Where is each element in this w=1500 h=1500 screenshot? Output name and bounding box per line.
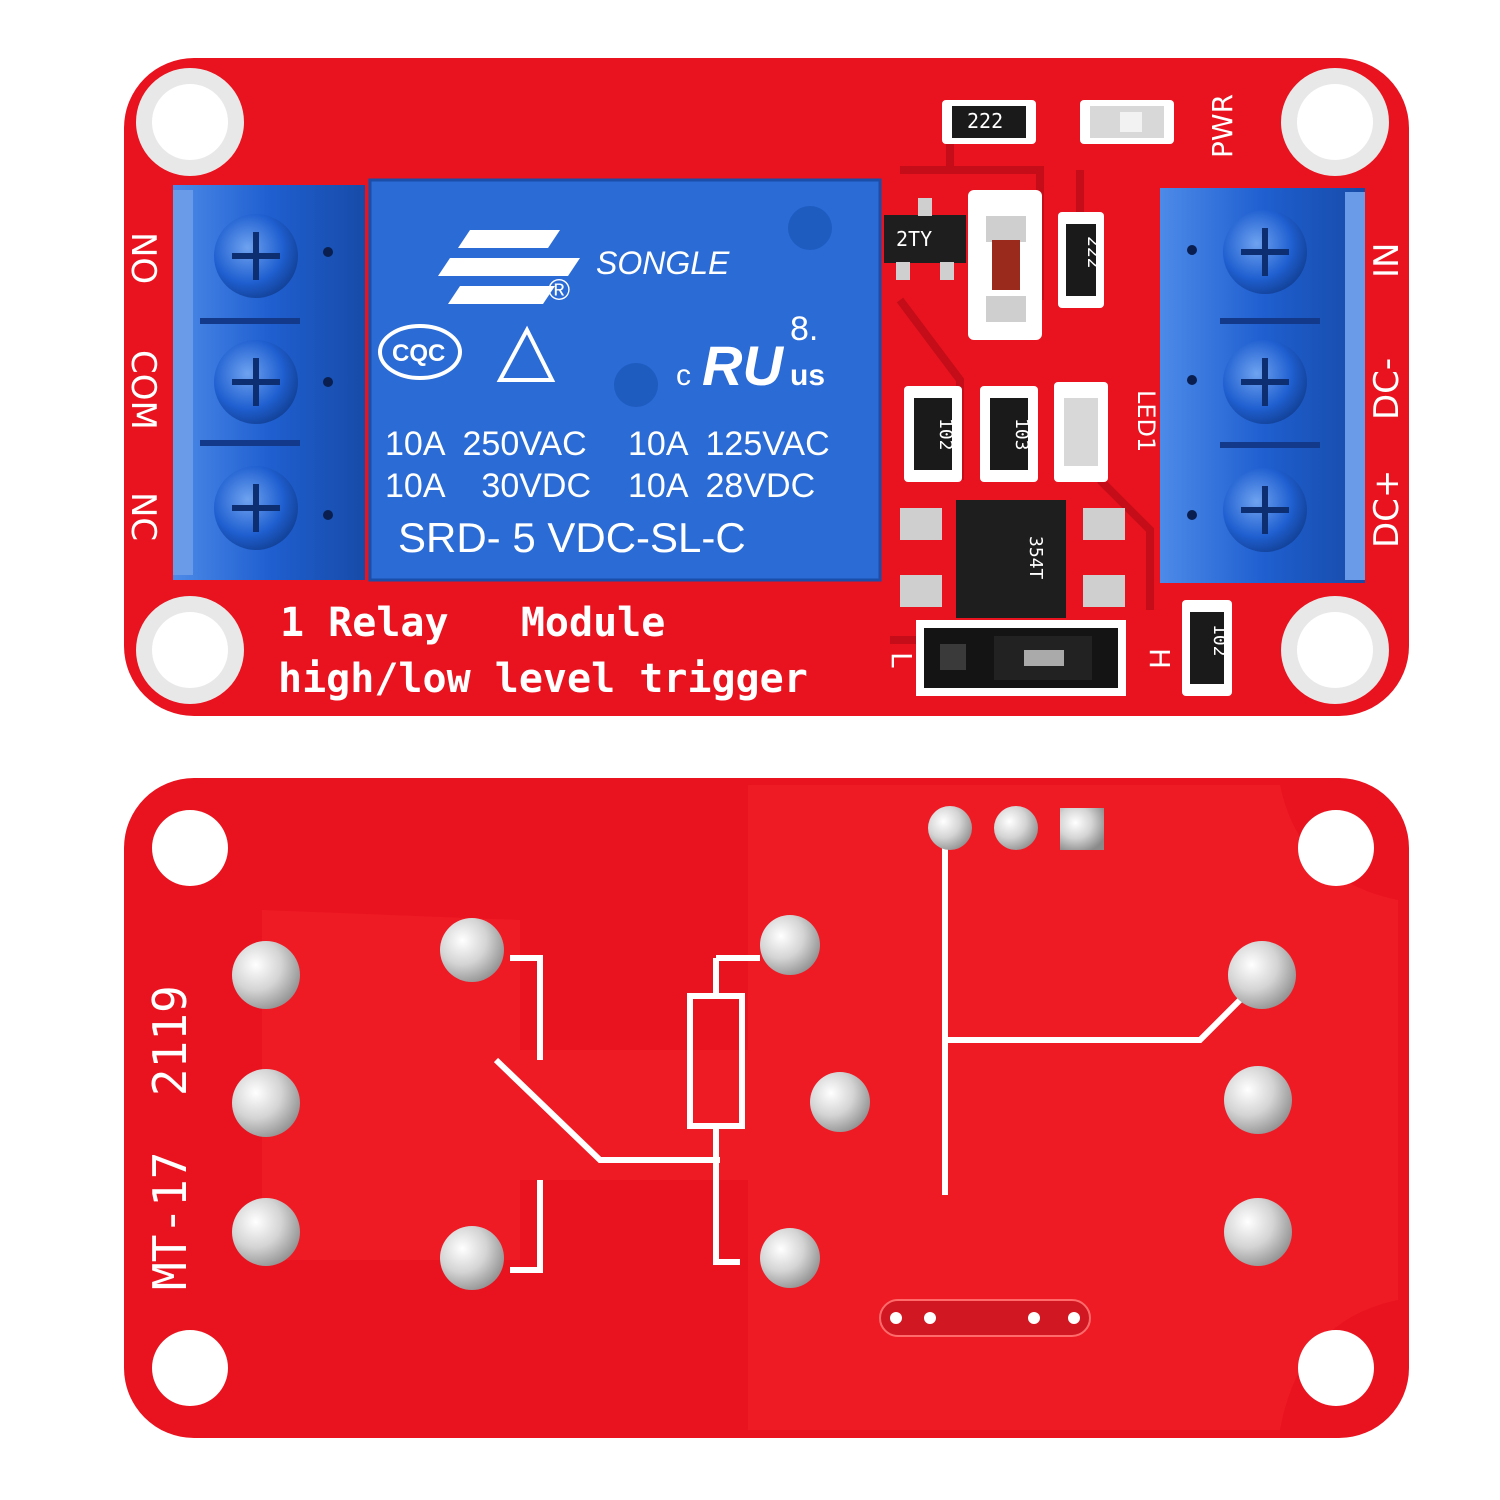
led1-label: LED1 [1132, 390, 1160, 452]
resistor-code-5: 102 [1209, 624, 1230, 657]
right-terminal-labels: IN DC- DC+ [1367, 243, 1407, 548]
relay-rating-3: 10A 30VDC [385, 467, 591, 505]
triangle-cert-icon [496, 325, 556, 382]
label-dc-minus: DC- [1367, 358, 1407, 420]
pwr-label: PWR [1206, 94, 1239, 158]
relay-cert-8: 8. [790, 310, 818, 348]
resistor-code-1: 222 [967, 109, 1003, 133]
relay-cert-ru: RU [702, 334, 784, 397]
front-title-line2: high/low level trigger [278, 656, 808, 702]
label-nc: NC [123, 492, 163, 541]
relay-model: SRD- 5 VDC-SL-C [398, 514, 746, 561]
songle-logo [438, 230, 580, 304]
label-in: IN [1367, 243, 1407, 278]
left-terminal-labels: NO COM NC [123, 232, 163, 541]
back-board: MT-17 2119 [124, 778, 1409, 1438]
relay-cert-us: us [790, 359, 825, 392]
left-terminal-block [173, 185, 365, 580]
resistor-code-3: 102 [935, 418, 956, 451]
optocoupler-code: 354T [1025, 536, 1046, 580]
relay-brand: SONGLE [596, 245, 730, 281]
transistor-code: 2TY [896, 227, 932, 251]
back-mount-holes [152, 810, 1374, 1406]
label-com: COM [123, 350, 163, 430]
cqc-mark [378, 324, 462, 380]
jumper-high-label: H [1143, 648, 1176, 669]
relay-cert-c: c [676, 359, 691, 392]
jumper-low-label: L [885, 652, 918, 668]
relay-rating-2: 10A 125VAC [628, 425, 830, 463]
resistor-code-2: 222 [1083, 236, 1104, 269]
relay-rating-1: 10A 250VAC [385, 425, 587, 463]
label-no: NO [123, 232, 163, 284]
relay-cert-cqc: CQC [392, 340, 445, 367]
front-board: NO COM NC SONGLE ® CQC c RU 8. us [123, 58, 1409, 716]
front-mount-holes [136, 68, 1389, 704]
front-smd-components: 222 PWR 2TY 222 102 [884, 94, 1239, 696]
back-marking: MT-17 2119 [143, 985, 197, 1290]
back-copper-left [262, 910, 900, 1260]
right-terminal-block [1160, 188, 1365, 583]
resistor-code-4: 103 [1011, 418, 1032, 451]
back-copper-right [748, 785, 1398, 1430]
back-solder-joints [232, 806, 1296, 1337]
relay-registered: ® [548, 274, 570, 307]
relay-rating-4: 10A 28VDC [628, 467, 815, 505]
front-title-line1: 1 Relay Module [280, 600, 665, 646]
label-dc-plus: DC+ [1367, 470, 1407, 548]
relay: SONGLE ® CQC c RU 8. us 10A 250VAC 10A 1… [368, 178, 882, 582]
